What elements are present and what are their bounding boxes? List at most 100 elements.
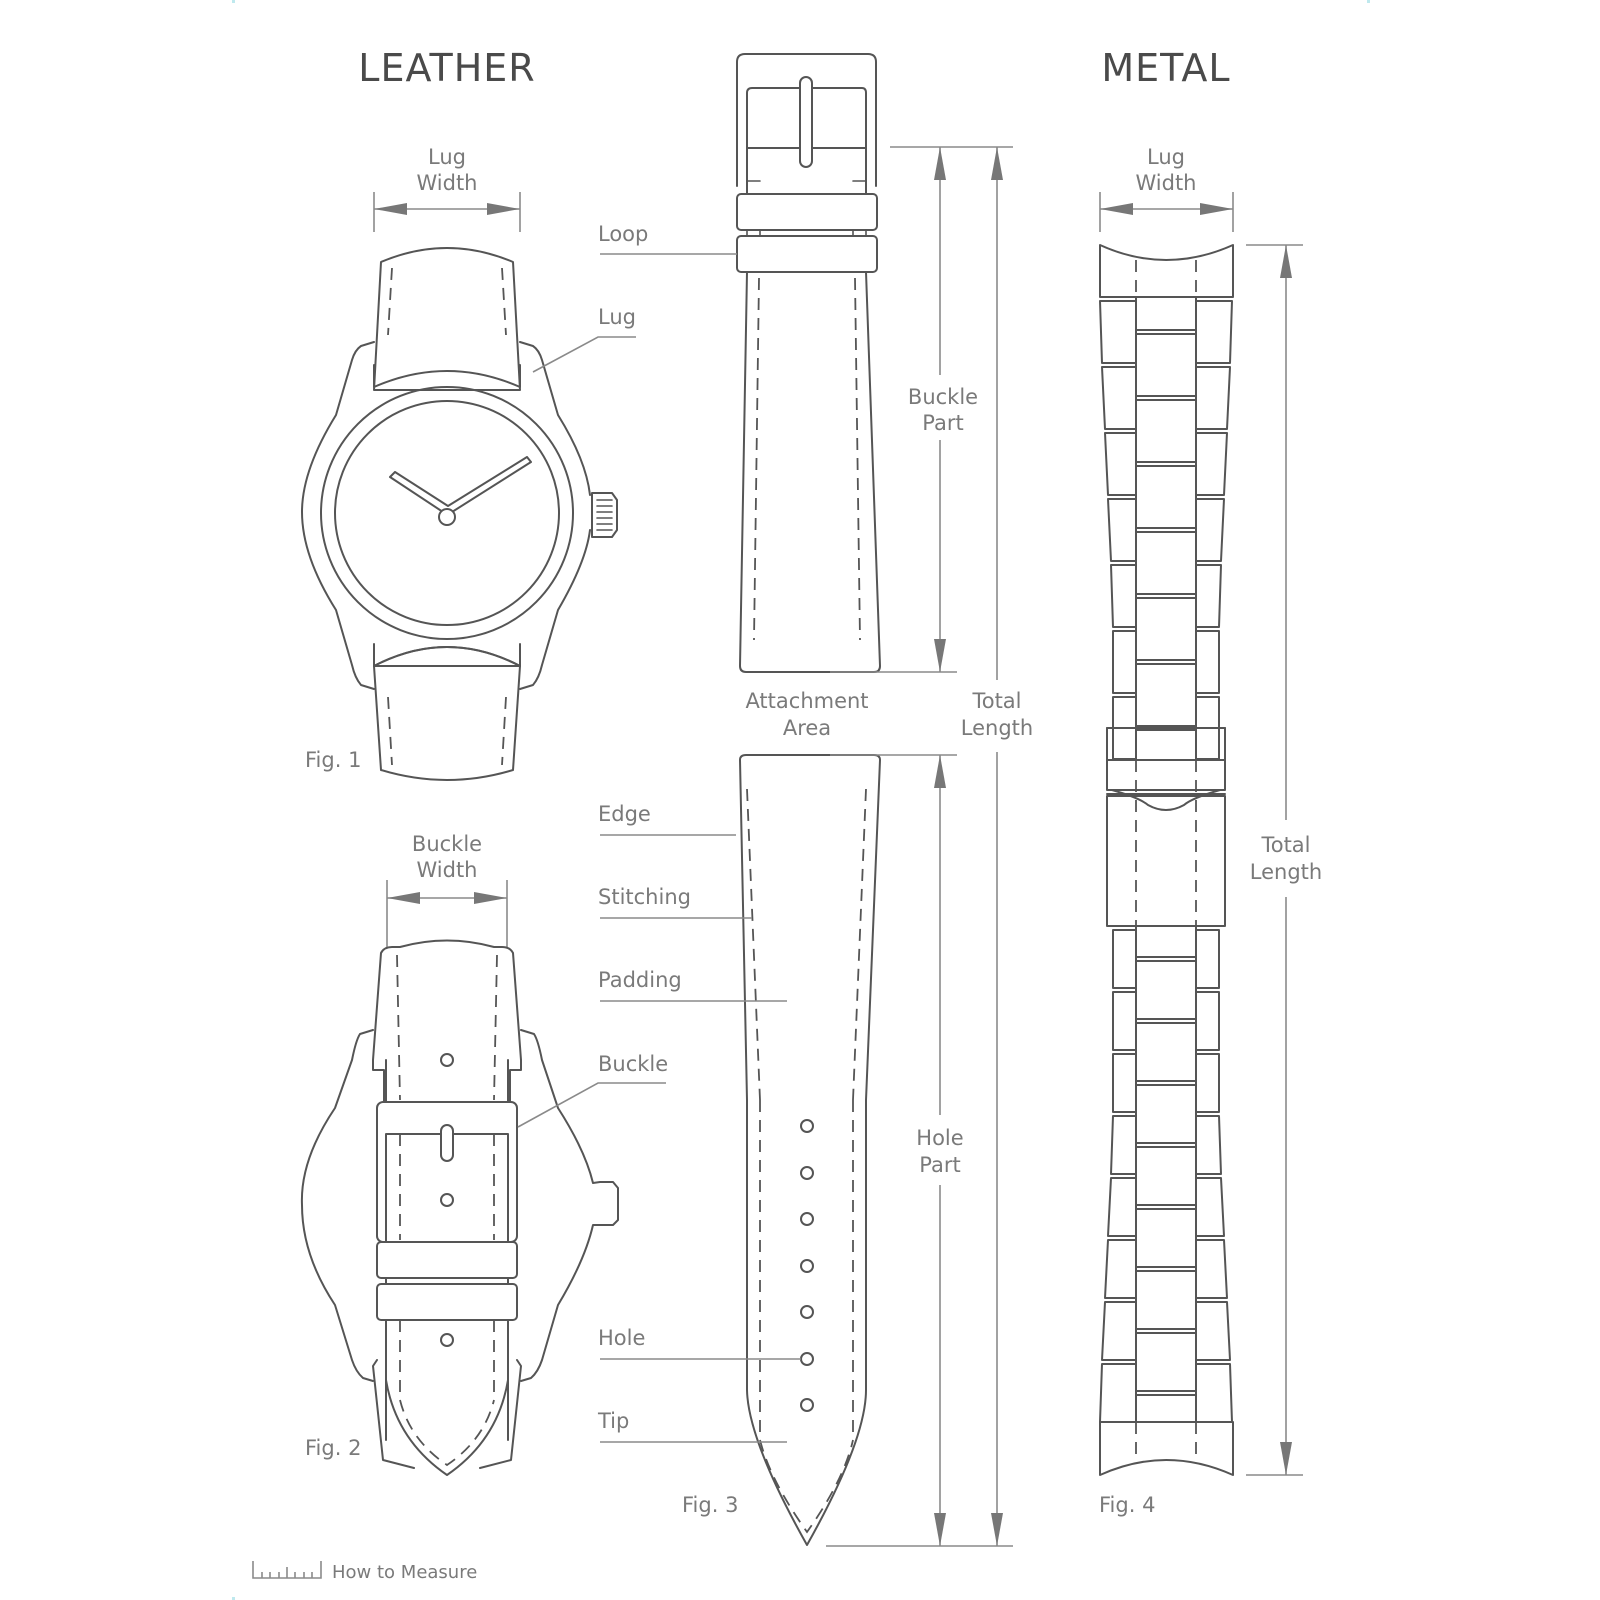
callout-loop-label: Loop [598,222,648,246]
hole-part-label-line2: Part [919,1153,960,1177]
fig3-total-length-label-line1: Total [971,689,1021,713]
fig2-keeper-1 [376,1241,518,1279]
buckle-part-label-line1: Buckle [908,385,978,409]
fig3-buckle-part-strap [739,271,881,673]
fig3-hole [800,1212,814,1226]
callout-lug-leader [532,336,636,373]
fig4-link-side [1107,1177,1137,1237]
arrow-left-icon [387,892,420,904]
fig4-link-side [1195,564,1222,628]
fig3-hole [800,1119,814,1133]
arrow-right-icon [474,892,507,904]
fig4-link-side [1112,991,1137,1051]
fig1-upper-lug-bar [373,364,521,388]
fig2-hole [440,1333,454,1347]
fig3-hole [800,1166,814,1180]
fig4-upper-links [1099,300,1233,760]
fig4-lower-links [1099,929,1233,1423]
fig4-link-side [1195,300,1233,364]
fig3-hole [800,1398,814,1412]
fig4-top-end-link [1099,244,1234,298]
fig4-link-side [1112,929,1137,989]
fig4-lug-width-label-line2: Width [1135,171,1196,195]
callout-buckle-label: Buckle [598,1052,668,1076]
fig4-link-side [1099,1363,1137,1423]
how-to-measure-footer: How to Measure [252,1561,477,1583]
section-title-leather: LEATHER [358,46,535,90]
fig4-lug-width-label-line1: Lug [1147,145,1185,169]
fig4-link-side [1195,1239,1228,1299]
fig4-link-side [1195,432,1228,496]
fig4-link-side [1112,630,1137,694]
fig4-link-side [1101,366,1137,430]
fig2-buckle-prong [440,1124,454,1162]
fig4-link-side [1107,498,1137,562]
fig1-caption: Fig. 1 [305,748,361,772]
fig4-total-length-label-line2: Length [1250,860,1322,884]
callout-stitching-label: Stitching [598,885,691,909]
fig4-link-side [1101,1301,1137,1361]
fig2-case [300,1029,619,1382]
fig2-upper-strap [372,939,522,1106]
fig2-buckle [376,1101,518,1243]
arrow-down-icon [991,1513,1003,1546]
arrow-down-icon [934,639,946,672]
fig4-link-side [1195,929,1220,989]
fig4-link-side [1195,991,1220,1051]
fig4-link-side [1195,1053,1220,1113]
fig3-loop-2 [736,235,878,273]
attachment-area-label-line2: Area [783,716,831,740]
fig1-lower-strap [373,665,521,781]
fig4-clasp [1106,789,1226,811]
arrow-down-icon [934,1513,946,1546]
attachment-area-label-line1: Attachment [745,689,868,713]
fig3-buckle [736,53,877,187]
callout-padding-label: Padding [598,968,682,992]
fig4-link-side [1195,366,1231,430]
fig1-bezel [320,386,574,640]
corner-mark [232,0,235,3]
how-to-measure-label: How to Measure [332,1562,477,1583]
fig2-caption: Fig. 2 [305,1436,361,1460]
fig2-keeper-2 [376,1283,518,1321]
fig4-link-side [1195,1363,1233,1423]
fig3-strap-drawing: Attachment Area Loop Edge Stitching Padd… [597,53,1033,1547]
fig4-link-side [1099,300,1137,364]
fig1-dial [334,400,560,626]
fig4-caption: Fig. 4 [1099,1493,1155,1517]
fig2-buckle-width-label-line1: Buckle [412,832,482,856]
fig2-buckle-width-label-line2: Width [416,858,477,882]
fig3-holes [800,1119,814,1412]
fig1-hands [389,456,532,513]
section-title-metal: METAL [1101,46,1230,90]
fig1-watch-drawing: Lug Width Lug Fig. 1 [301,145,636,781]
fig1-lug-width-label-line1: Lug [428,145,466,169]
fig4-bracelet-drawing: Lug Width [1099,145,1322,1517]
arrow-up-icon [991,147,1003,180]
fig3-hole [800,1259,814,1273]
fig4-link-side [1110,1115,1137,1175]
buckle-part-label-line2: Part [922,411,963,435]
ruler-icon [252,1561,322,1579]
arrow-left-icon [1100,203,1133,215]
fig4-link-side [1195,1301,1231,1361]
callout-lug-label: Lug [598,305,636,329]
fig4-link-side [1104,1239,1137,1299]
fig2-hole [440,1193,454,1207]
arrow-up-icon [1280,245,1292,278]
fig4-total-length-label-line1: Total [1260,833,1310,857]
arrow-up-icon [934,147,946,180]
fig4-link-side [1104,432,1137,496]
fig4-link-side [1110,564,1137,628]
fig2-watch-back-drawing: Buckle Width Buckle [300,832,668,1476]
fig4-link-side [1195,1115,1222,1175]
callout-tip-label: Tip [597,1409,629,1433]
hole-part-label-line1: Hole [916,1126,963,1150]
fig4-bottom-end-link [1099,1421,1234,1476]
fig1-upper-strap [373,247,521,391]
fig3-buckle-prong [799,76,813,168]
fig3-hole [800,1352,814,1366]
arrow-down-icon [1280,1442,1292,1475]
fig1-case [301,341,591,690]
